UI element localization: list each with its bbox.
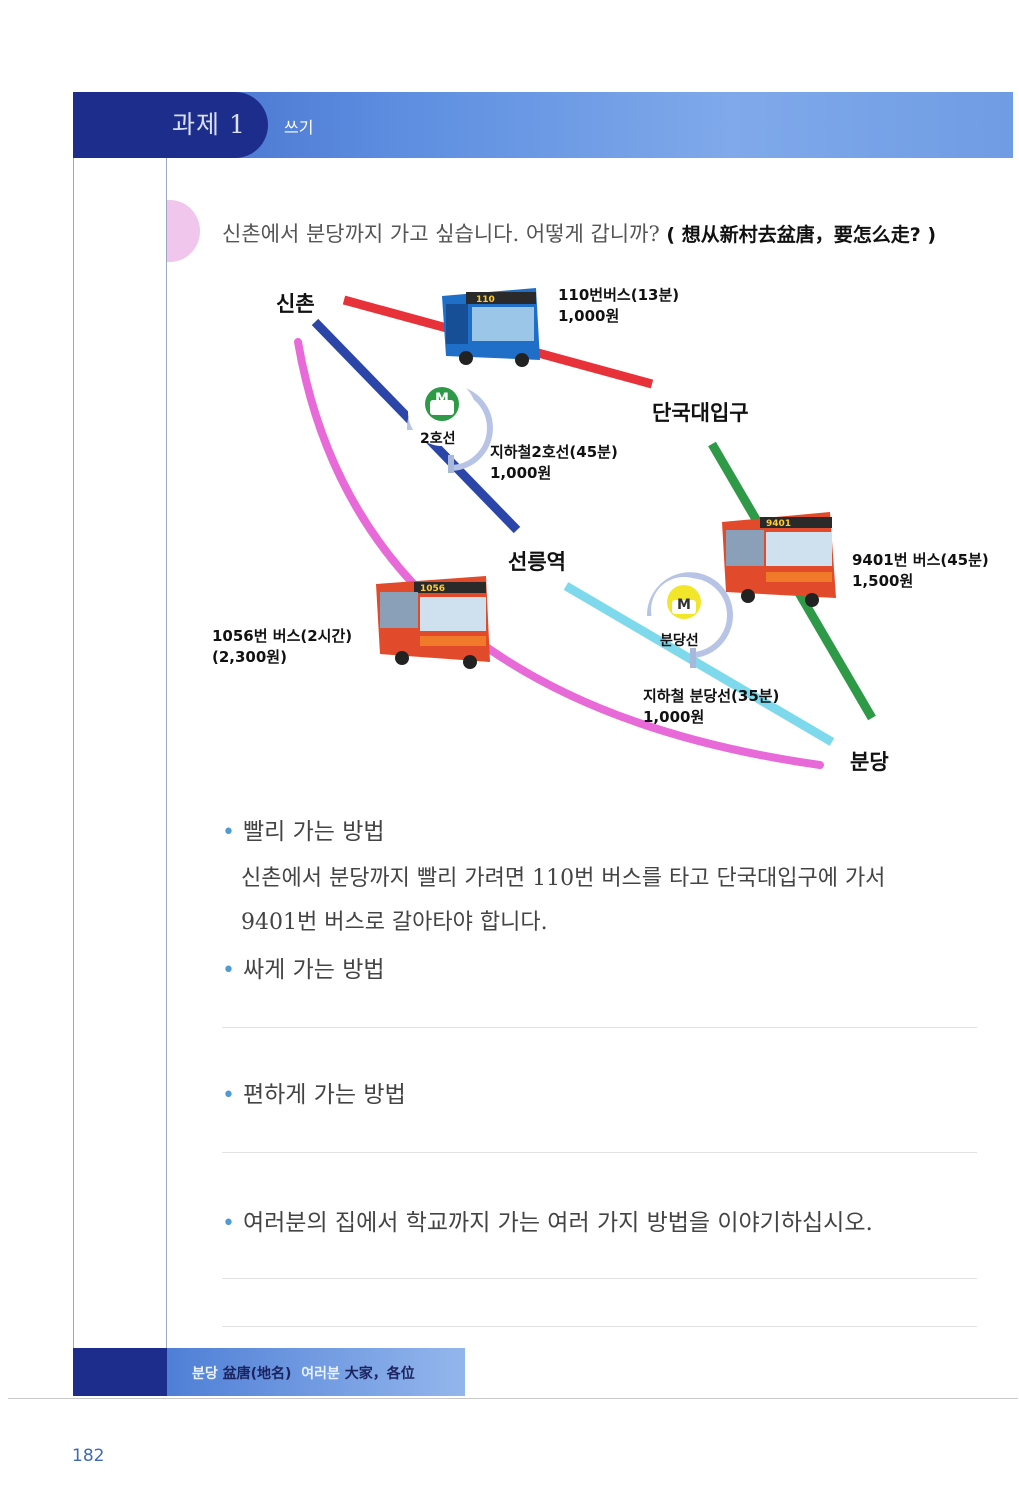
task-title: 과제 1 bbox=[172, 110, 246, 139]
footer-vocab-bar bbox=[167, 1348, 465, 1396]
bundang-m-letter: M bbox=[677, 597, 691, 613]
vocab-term-2: 여러분 bbox=[301, 1366, 340, 1382]
bus-9401-sign: 9401 bbox=[766, 519, 791, 529]
bullet-home: • 여러분의 집에서 학교까지 가는 여러 가지 방법을 이야기하십시오. bbox=[222, 1203, 873, 1237]
question-chinese: ( 想从新村去盆唐，要怎么走? ) bbox=[666, 224, 937, 246]
bus1056-time: 1056번 버스(2시간) bbox=[212, 627, 353, 645]
fast-text-line1: 신촌에서 분당까지 빨리 가려면 110번 버스를 타고 단국대입구에 가서 bbox=[241, 866, 886, 891]
subway2-m-letter: M bbox=[435, 391, 449, 407]
vocab-def-1: 盆唐(地名) bbox=[222, 1366, 292, 1382]
subway2-time: 지하철2호선(45분) bbox=[490, 443, 618, 461]
answer-line-comfort[interactable] bbox=[222, 1152, 977, 1153]
bullet-dot-icon: • bbox=[222, 958, 235, 983]
bus9401-time: 9401번 버스(45분) bbox=[852, 551, 989, 569]
bundangline-time: 지하철 분당선(35분) bbox=[643, 687, 780, 705]
bus9401-fare: 1,500원 bbox=[852, 572, 914, 590]
bus-1056-icon: 1056 bbox=[376, 576, 490, 669]
vocab-def-2: 大家，各位 bbox=[344, 1366, 415, 1382]
bundangline-info: 지하철 분당선(35분) 1,000원 bbox=[643, 686, 779, 728]
bus1056-info: 1056번 버스(2시간) (2,300원) bbox=[212, 626, 352, 668]
bus9401-info: 9401번 버스(45분) 1,500원 bbox=[852, 550, 989, 592]
route-line-bundang bbox=[563, 582, 835, 746]
subway2-badge-label: 2호선 bbox=[420, 431, 456, 447]
comfort-heading: 편하게 가는 방법 bbox=[242, 1082, 406, 1108]
page-frame-inner-line bbox=[166, 158, 167, 1348]
answer-line-cheap[interactable] bbox=[222, 1027, 977, 1028]
bundangline-badge-label: 분당선 bbox=[660, 633, 699, 649]
bus-110-sign: 110 bbox=[476, 295, 495, 305]
subway2-info: 지하철2호선(45분) 1,000원 bbox=[490, 442, 618, 484]
vocab-term-1: 분당 bbox=[192, 1366, 218, 1382]
fast-heading: 빨리 가는 방법 bbox=[242, 819, 385, 845]
place-bundang: 분당 bbox=[850, 750, 889, 774]
page-frame-outer-line bbox=[73, 158, 74, 1348]
answer-line-home-1[interactable] bbox=[222, 1278, 977, 1279]
answer-line-home-2[interactable] bbox=[222, 1326, 977, 1327]
bus110-info: 110번버스(13분) 1,000원 bbox=[558, 285, 679, 327]
question: 신촌에서 분당까지 가고 싶습니다. 어떻게 갑니까? ( 想从新村去盆唐，要怎… bbox=[222, 218, 936, 248]
place-sinchon: 신촌 bbox=[276, 292, 315, 316]
bullet-dot-icon: • bbox=[222, 1211, 235, 1236]
bus-1056-sign: 1056 bbox=[420, 584, 445, 594]
bus-9401-icon: 9401 bbox=[722, 512, 836, 607]
bullet-comfort: • 편하게 가는 방법 bbox=[222, 1075, 406, 1109]
bus110-fare: 1,000원 bbox=[558, 307, 620, 325]
home-heading: 여러분의 집에서 학교까지 가는 여러 가지 방법을 이야기하십시오. bbox=[242, 1210, 873, 1236]
bullet-fast: • 빨리 가는 방법 bbox=[222, 812, 385, 846]
bus-110-icon: 110 bbox=[442, 288, 540, 367]
bus110-time: 110번버스(13분) bbox=[558, 286, 680, 304]
bus1056-fare: (2,300원) bbox=[212, 648, 287, 666]
footer-vocab: 분당 盆唐(地名) 여러분 大家，各位 bbox=[192, 1363, 415, 1383]
fast-text-line2: 9401번 버스로 갈아타야 합니다. bbox=[241, 910, 548, 935]
bundang-badge-icon: M bbox=[646, 572, 733, 668]
route-map: M M 110 9401 1056 bbox=[294, 288, 876, 769]
bundangline-fare: 1,000원 bbox=[643, 708, 705, 726]
subway2-badge-icon: M bbox=[406, 378, 493, 473]
bullet-dot-icon: • bbox=[222, 820, 235, 845]
footer-dark-block bbox=[73, 1348, 167, 1396]
subway2-fare: 1,000원 bbox=[490, 464, 552, 482]
question-korean: 신촌에서 분당까지 가고 싶습니다. 어떻게 갑니까? bbox=[222, 222, 660, 246]
page-number: 182 bbox=[72, 1446, 105, 1466]
bullet-cheap: • 싸게 가는 방법 bbox=[222, 950, 385, 984]
cheap-heading: 싸게 가는 방법 bbox=[242, 957, 385, 983]
page-bottom-rule bbox=[8, 1398, 1018, 1399]
bullet-dot-icon: • bbox=[222, 1083, 235, 1108]
header-tab bbox=[73, 92, 268, 158]
task-subtitle: 쓰기 bbox=[284, 118, 314, 137]
place-seolleung: 선릉역 bbox=[508, 550, 566, 574]
place-dankook: 단국대입구 bbox=[652, 401, 749, 425]
